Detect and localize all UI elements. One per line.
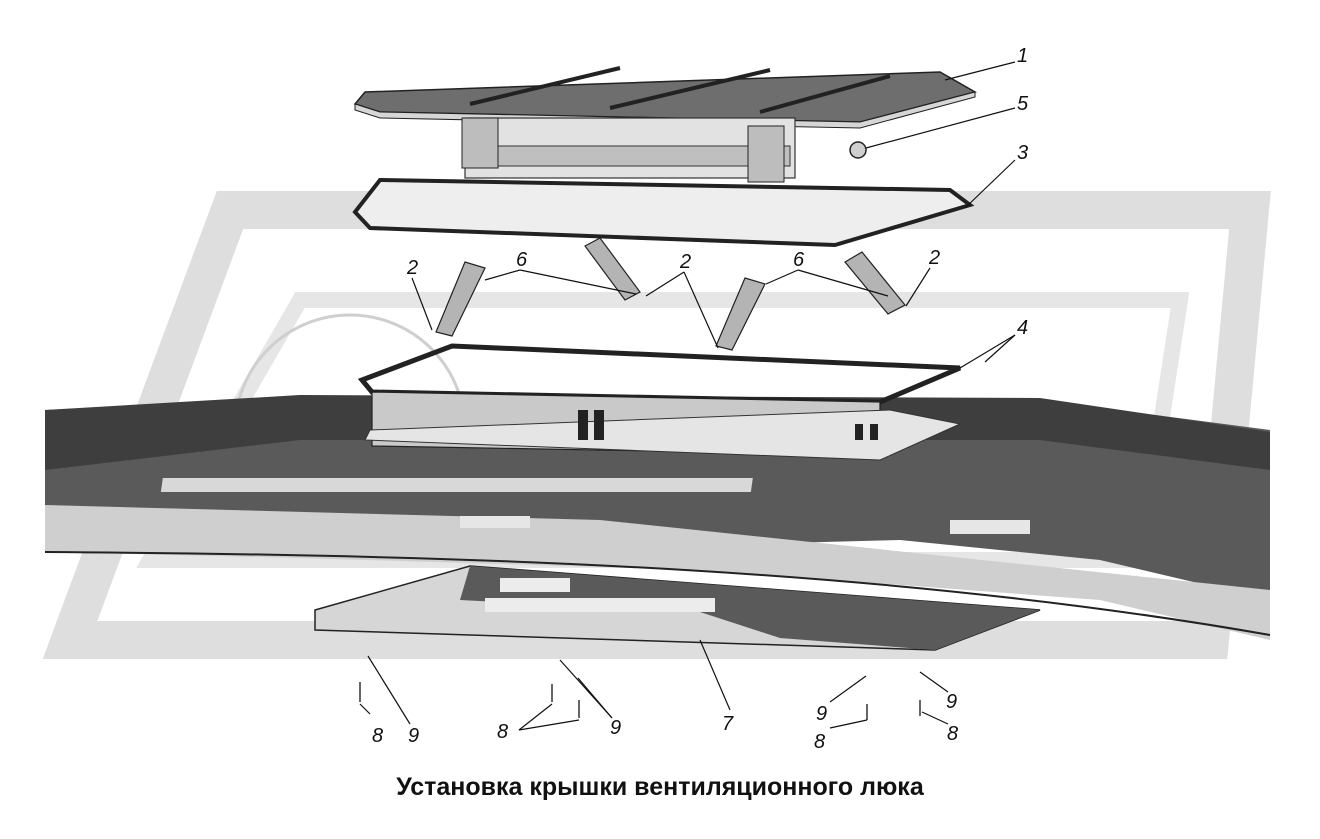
callout-8-c: 8 (814, 731, 826, 753)
callout-4: 4 (1017, 317, 1029, 339)
callout-2-mid: 2 (680, 251, 692, 273)
inner-trim (314, 565, 1041, 651)
callout-1: 1 (1017, 45, 1029, 67)
callout-8-a: 8 (372, 725, 384, 747)
hinges (435, 237, 906, 351)
hatch-frame (357, 343, 962, 461)
callout-6-left: 6 (516, 249, 528, 271)
figure-caption: Установка крышки вентиляционного люка (396, 773, 924, 801)
callout-7: 7 (722, 713, 734, 735)
hatch-lid (353, 66, 977, 183)
callout-2-right: 2 (929, 247, 941, 269)
callout-8-d: 8 (947, 723, 959, 745)
callout-6-right: 6 (793, 249, 805, 271)
callout-9-d: 9 (946, 691, 958, 713)
callout-5: 5 (1017, 93, 1029, 115)
callout-8-b: 8 (497, 721, 509, 743)
callout-9-a: 9 (408, 725, 420, 747)
seal-frame (352, 177, 975, 248)
callout-3: 3 (1017, 142, 1029, 164)
callout-2-left: 2 (407, 257, 419, 279)
leader-lines (359, 61, 1016, 731)
callout-9-b: 9 (610, 717, 622, 739)
screws (359, 682, 921, 720)
hatch-assembly-diagram (42, 61, 1271, 731)
callout-9-c: 9 (816, 703, 828, 725)
